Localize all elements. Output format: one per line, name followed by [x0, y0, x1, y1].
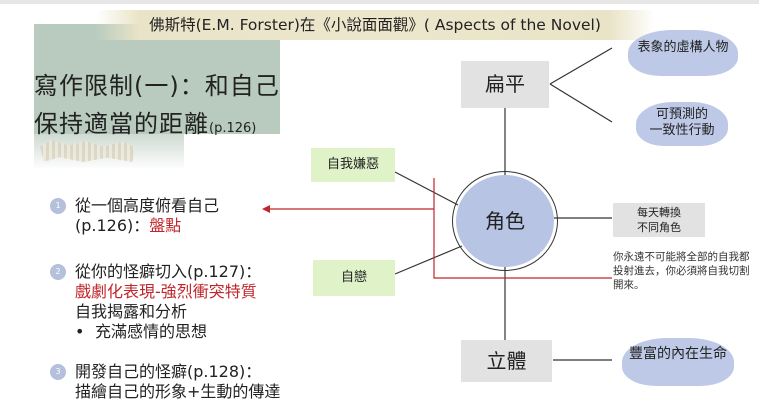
list-item-2-red: 戲劇化表現-強烈衝突特質: [75, 282, 257, 301]
role-switch-box: 每天轉換 不同角色: [613, 203, 705, 237]
line-flat-trait2: [549, 83, 613, 123]
flat-trait1-text: 表象的虛構人物: [637, 40, 729, 55]
heading-background: [34, 24, 280, 134]
heading-line-2-text: 保持適當的距離: [34, 110, 209, 138]
round-character-box: 立體: [461, 340, 552, 382]
list-item-2-text: 從你的怪癖切入(p.127)： 戲劇化表現-強烈衝突特質 自我揭露和分析 • 充滿…: [75, 262, 261, 342]
role-switch-line2: 不同角色: [637, 221, 681, 234]
flat-trait2-text: 可預測的 一致性行動: [626, 107, 738, 139]
line-narcissism: [394, 245, 463, 275]
character-circle-outline: [452, 171, 558, 271]
slide-title: 佛斯特(E.M. Forster)在《小說面面觀》( Aspects of th…: [95, 10, 655, 40]
list-item-2-line1: 從你的怪癖切入(p.127)：: [75, 262, 262, 281]
list-item-2-line3: 自我揭露和分析: [75, 302, 188, 321]
list-number-3: 3: [50, 364, 66, 380]
flat-trait2-line2: 一致性行動: [649, 123, 715, 138]
list-item-2-sub: • 充滿感情的思想: [75, 322, 261, 342]
sub-bullet: •: [75, 322, 85, 341]
flat-trait2-line1: 可預測的: [655, 107, 708, 122]
projection-note: 你永遠不可能將全部的自我都投射進去，你必須將自我切割開來。: [613, 251, 750, 291]
red-arrowhead: [262, 205, 270, 213]
list-item-3-line2: 描繪自己的形象+生動的傳達: [75, 382, 281, 401]
list-item-1-red: 盤點: [149, 216, 182, 235]
torn-paper-decoration: [40, 140, 136, 162]
list-item-1-line2: (p.126)：盤點: [75, 216, 219, 236]
line-flat-trait1: [549, 47, 613, 85]
list-item-1-pageref: (p.126)：: [75, 216, 150, 235]
red-arrow-line: [433, 178, 612, 279]
line-self-loathing: [394, 171, 459, 206]
role-switch-line1: 每天轉換: [637, 206, 681, 219]
round-trait-shape: [622, 338, 734, 386]
list-item-1-line1: 從一個高度俯看自己: [75, 196, 220, 215]
heading-page-ref: (p.126): [209, 121, 257, 136]
self-loathing-box: 自我嫌惡: [311, 148, 395, 182]
list-item-2-sub-text: 充滿感情的思想: [95, 322, 208, 341]
flat-trait2-shape: [636, 102, 728, 146]
list-number-1: 1: [50, 198, 66, 214]
heading-line-2: 保持適當的距離(p.126): [34, 104, 256, 139]
character-circle: 角色: [456, 175, 554, 267]
list-number-2: 2: [50, 264, 66, 280]
top-bar: [0, 0, 759, 4]
narcissism-box: 自戀: [313, 260, 395, 296]
list-item-3-text: 開發自己的怪癖(p.128)： 描繪自己的形象+生動的傳達: [75, 362, 280, 402]
heading-line-1: 寫作限制(一)：和自己: [34, 72, 280, 100]
round-trait-text: 豐富的內在生命: [629, 346, 727, 362]
list-item-3-line1: 開發自己的怪癖(p.128)：: [75, 362, 262, 381]
flat-trait1-shape: [628, 30, 738, 76]
flat-character-box: 扁平: [461, 61, 549, 108]
list-item-1-text: 從一個高度俯看自己 (p.126)：盤點: [75, 196, 219, 236]
